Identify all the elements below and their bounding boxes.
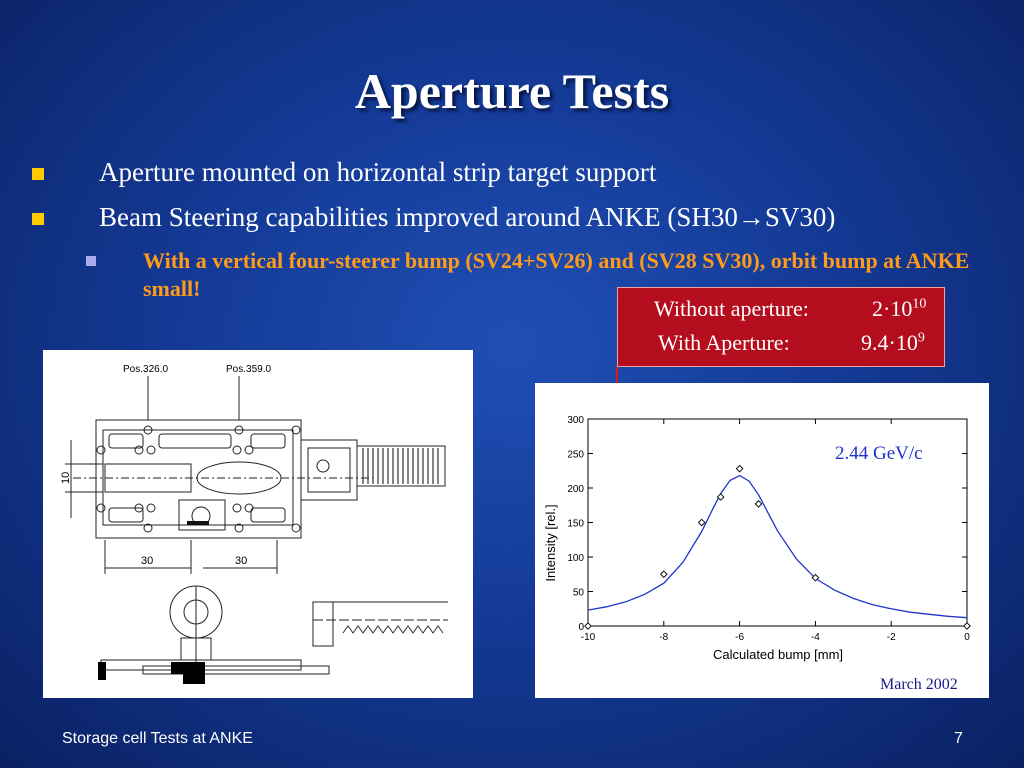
y-tick-label: 250	[567, 450, 584, 461]
x-tick-label: -2	[887, 632, 896, 643]
data-point	[584, 622, 592, 630]
x-tick-label: -10	[581, 632, 596, 643]
bullet-square-icon	[32, 168, 44, 180]
spring-zigzag	[342, 625, 444, 634]
data-point	[697, 518, 706, 527]
data-point	[659, 570, 668, 579]
without-aperture-row: Without aperture: 2·1010	[618, 296, 944, 326]
without-aperture-value: 2·1010	[872, 296, 926, 322]
y-tick-label: 0	[578, 622, 584, 633]
intensity-box: Without aperture: 2·1010 With Aperture: …	[617, 287, 945, 367]
pos1-label: Pos.326.0	[123, 364, 168, 375]
x-axis-label: Calculated bump [mm]	[713, 647, 843, 662]
y-tick-label: 50	[573, 588, 585, 599]
sub-bullet-square-icon	[86, 256, 96, 266]
without-value-base: 2·10	[872, 296, 913, 321]
x-tick-label: -4	[811, 632, 820, 643]
y-tick-label: 150	[567, 519, 584, 530]
page-number: 7	[954, 730, 963, 747]
data-point	[735, 464, 744, 473]
data-point	[754, 500, 763, 508]
bellows-ridges	[362, 448, 439, 484]
without-value-exponent: 10	[912, 296, 927, 312]
chart-svg: -10 -8 -6 -4 -2 0 0 50 100 150 200 250 300 Calculat…	[543, 415, 971, 662]
footer-title: Storage cell Tests at ANKE	[62, 730, 253, 747]
bullet-text: Aperture mounted on horizontal strip tar…	[99, 157, 657, 187]
data-point	[811, 573, 820, 582]
with-aperture-value: 9.4·109	[861, 330, 925, 356]
chart-annotation: 2.44 GeV/c	[835, 443, 923, 464]
y-tick-label: 200	[567, 484, 584, 495]
dim-right-label: 30	[235, 555, 247, 567]
with-aperture-label: With Aperture:	[658, 330, 790, 355]
without-aperture-label: Without aperture:	[654, 296, 809, 321]
x-tick-label: -8	[659, 632, 668, 643]
aperture-block-lower	[183, 670, 205, 684]
fit-curve	[587, 474, 968, 619]
with-aperture-row: With Aperture: 9.4·109	[618, 330, 944, 360]
technical-drawing: Pos.326.0 Pos.359.0 10 30 30	[43, 350, 473, 698]
dim-left-label: 30	[141, 555, 153, 567]
bullet-text: Beam Steering capabilities improved arou…	[99, 202, 836, 232]
sub-bullet-text: With a vertical four-steerer bump (SV24+…	[143, 248, 970, 301]
y-axis-label: Intensity [rel.]	[543, 504, 558, 581]
with-value-base: 9.4·10	[861, 330, 918, 355]
slide-title: Aperture Tests	[354, 63, 670, 119]
drawing-svg: Pos.326.0 Pos.359.0 10 30 30	[60, 364, 448, 684]
y-tick-label: 300	[567, 415, 584, 426]
with-value-exponent: 9	[917, 330, 925, 346]
bullet-square-icon	[32, 213, 44, 225]
intensity-chart: -10 -8 -6 -4 -2 0 0 50 100 150 200 250 300 Calculat…	[535, 383, 989, 698]
dim-vertical-label: 10	[60, 472, 72, 484]
x-tick-label: 0	[964, 632, 970, 643]
y-tick-label: 100	[567, 553, 584, 564]
aperture-mark	[187, 521, 209, 525]
date-label: March 2002	[880, 676, 958, 693]
data-point	[963, 622, 971, 630]
pos2-label: Pos.359.0	[226, 364, 271, 375]
screws	[96, 425, 301, 533]
x-tick-label: -6	[735, 632, 744, 643]
support-end	[98, 662, 106, 680]
data-point	[716, 493, 725, 501]
